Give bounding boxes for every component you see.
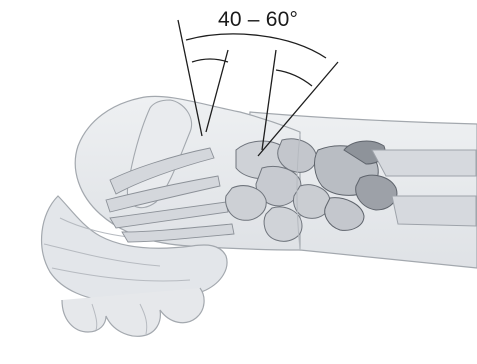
angle-range-label: 40 – 60° — [218, 8, 298, 32]
inner-angle-arc-left — [192, 59, 228, 62]
outer-angle-arc — [186, 34, 326, 58]
inner-angle-arc-right — [276, 70, 312, 86]
